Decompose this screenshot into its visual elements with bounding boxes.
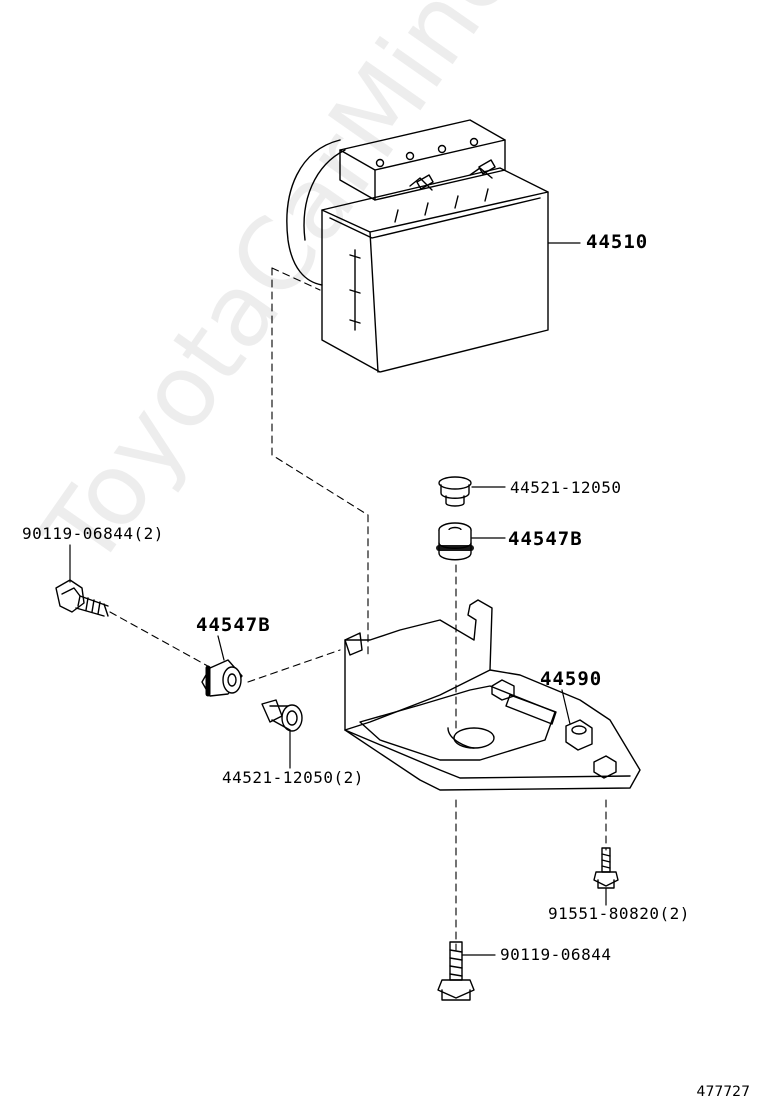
label-left-collar[interactable]: 44521-12050(2) (222, 768, 364, 787)
label-right-bolt[interactable]: 91551-80820(2) (548, 904, 690, 923)
right-bolt-drawing (593, 847, 619, 889)
label-bottom-bolt[interactable]: 90119-06844 (500, 945, 612, 964)
abs-actuator-drawing (286, 119, 549, 373)
label-top-cushion[interactable]: 44547B (508, 528, 583, 550)
drawing-code: 477727 (696, 1084, 750, 1100)
bottom-bolt-drawing (437, 941, 475, 1001)
top-collar-drawing (438, 476, 472, 507)
label-bracket[interactable]: 44590 (540, 668, 603, 690)
label-abs-actuator[interactable]: 44510 (586, 231, 649, 253)
label-left-cushion[interactable]: 44547B (196, 614, 271, 636)
bracket-drawing (344, 599, 641, 791)
top-cushion-drawing (436, 522, 474, 561)
assembly-guide-lines (109, 267, 607, 951)
label-left-bolt[interactable]: 90119-06844(2) (22, 524, 164, 543)
left-collar-drawing (261, 699, 303, 732)
left-bolt-drawing (55, 579, 109, 617)
label-top-collar[interactable]: 44521-12050 (510, 478, 622, 497)
left-cushion-drawing (201, 659, 243, 697)
leader-lines (69, 242, 607, 956)
